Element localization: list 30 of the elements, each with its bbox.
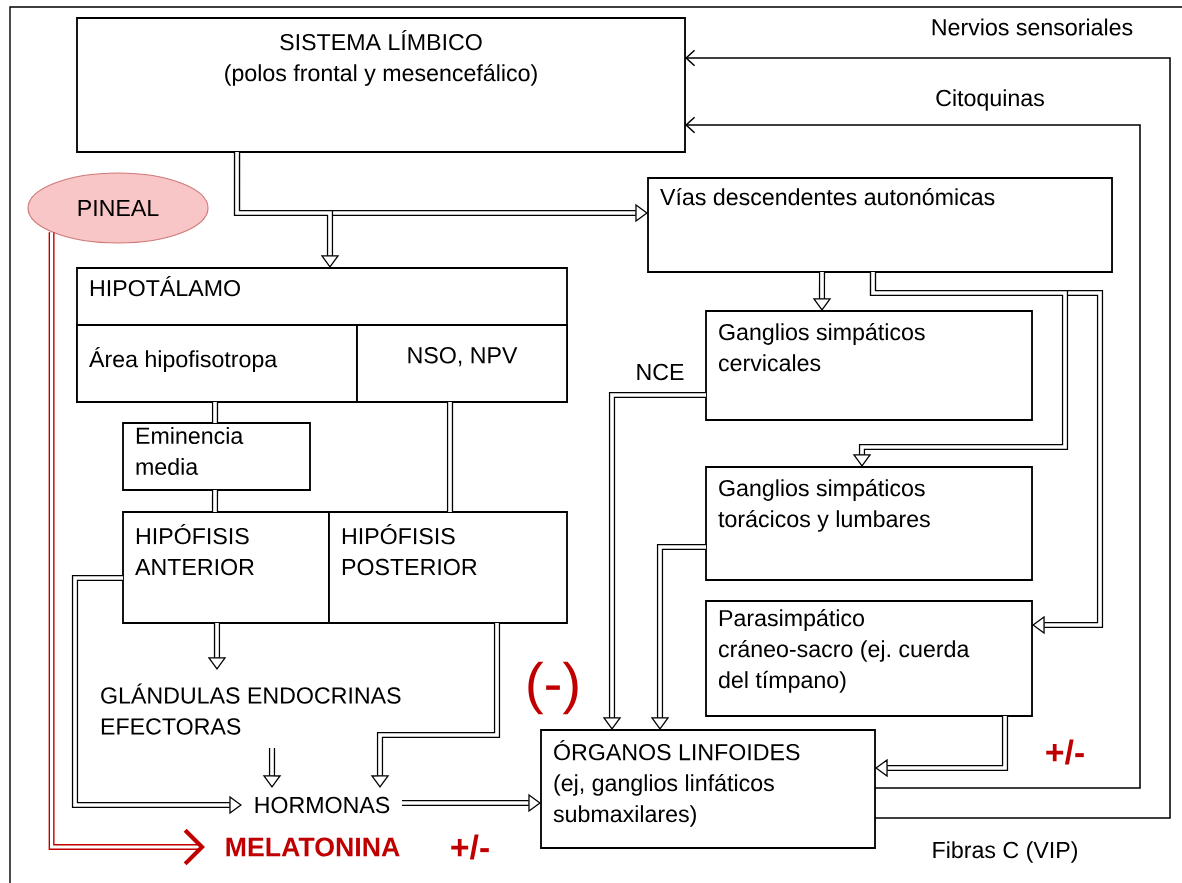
node-label: MELATONINA [226, 837, 400, 857]
process-box: Área hipofisotropa [76, 324, 358, 403]
process-box: Parasimpático cráneo-sacro (ej. cuerda del tímpano) [705, 600, 1033, 717]
edge-label: Nervios sensoriales [929, 17, 1135, 37]
arrow [48, 232, 205, 866]
connector-line [211, 490, 219, 512]
arrow [875, 716, 1009, 778]
process-box: ÓRGANOS LINFOIDES (ej, ganglios linfáticos submaxilares) [540, 729, 876, 849]
ellipse-node: PINEAL [27, 172, 209, 244]
arrow [685, 116, 1141, 789]
process-box: SISTEMA LÍMBICO (polos frontal y mesencefálico) [76, 17, 686, 153]
arrow [233, 152, 340, 268]
node-label: GLÁNDULAS ENDOCRINAS EFECTORAS [101, 683, 401, 735]
text-label: Fibras C (VIP) [933, 841, 1077, 863]
process-box: Vías descendentes autonómicas [647, 177, 1113, 273]
sign-label: (-) [528, 661, 578, 715]
sign-label: +/- [451, 834, 489, 860]
process-box: Eminencia media [122, 422, 311, 491]
connector-line [211, 402, 219, 423]
process-box: Ganglios simpáticos cervicales [705, 310, 1033, 421]
arrow [685, 49, 1171, 819]
process-box: HIPÓFISIS ANTERIOR [122, 511, 330, 624]
node-label: HORMONAS [255, 796, 390, 814]
process-box: NSO, NPV [356, 324, 568, 403]
process-box: HIPÓFISIS POSTERIOR [328, 511, 568, 624]
edge-label: NCE [634, 362, 686, 382]
edge-label: Citoquinas [933, 87, 1047, 113]
connector-line [446, 402, 454, 512]
sign-label: +/- [1046, 739, 1084, 765]
process-box: Ganglios simpáticos torácicos y lumbares [705, 466, 1033, 581]
